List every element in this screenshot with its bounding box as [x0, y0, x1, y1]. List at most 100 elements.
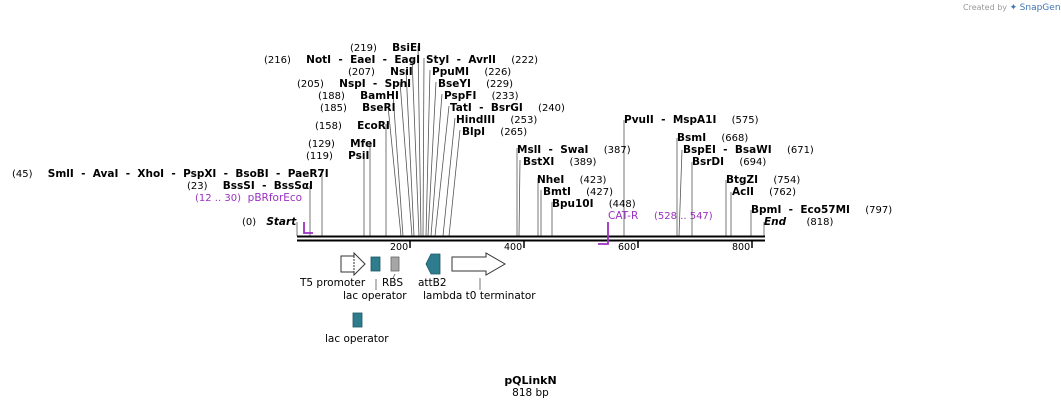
- leader-line: [430, 93, 443, 237]
- cut-site-position: (575): [731, 115, 759, 126]
- enzyme-name[interactable]: BssSαI: [273, 180, 313, 192]
- enzyme-name[interactable]: AclI: [732, 186, 754, 198]
- cut-site-label[interactable]: (45) SmlI - AvaI - XhoI - PspXI - BsoBI …: [12, 162, 329, 181]
- primer-cat-r-label[interactable]: CAT-R: [608, 210, 638, 222]
- enzyme-name[interactable]: HindIII: [456, 114, 496, 126]
- cut-site-label[interactable]: BseYI (229): [438, 72, 513, 91]
- cut-site-label[interactable]: AclI (762): [732, 180, 796, 199]
- enzyme-name[interactable]: Eco57MI: [800, 204, 850, 216]
- feature-t5-promoter: [340, 251, 366, 277]
- enzyme-name[interactable]: SwaI: [560, 144, 589, 156]
- cut-site-label[interactable]: StyI - AvrII (222): [426, 48, 538, 67]
- feature-label-rbs[interactable]: RBS: [382, 277, 403, 289]
- cut-site-label[interactable]: (219) BsiEI: [350, 36, 421, 55]
- cut-site-label[interactable]: (158) EcoRI: [315, 114, 390, 133]
- cut-site-label[interactable]: BsmI (668): [677, 126, 748, 145]
- enzyme-name[interactable]: PpuMI: [432, 66, 470, 78]
- map-end-label[interactable]: End (818): [764, 210, 833, 229]
- cut-site-label[interactable]: (129) MfeI: [308, 132, 376, 151]
- enzyme-name[interactable]: AvrII: [468, 54, 496, 66]
- cut-site-label[interactable]: (23) BssSI - BssSαI: [187, 174, 313, 193]
- map-start-label[interactable]: (0) Start: [242, 210, 296, 229]
- cut-site-label[interactable]: Bpu10I (448): [552, 192, 636, 211]
- cut-site-enzymes: HindIII: [456, 108, 495, 127]
- cut-site-label[interactable]: PspFI (233): [444, 84, 519, 103]
- enzyme-name[interactable]: BstXI: [523, 156, 555, 168]
- enzyme-name[interactable]: BamHI: [360, 90, 399, 102]
- cut-site-label[interactable]: BlpI (265): [462, 120, 527, 139]
- enzyme-name[interactable]: BpmI: [751, 204, 782, 216]
- enzyme-name[interactable]: BspEI: [683, 144, 716, 156]
- feature-label-t5-promoter[interactable]: T5 promoter: [300, 277, 366, 289]
- enzyme-name[interactable]: BseYI: [438, 78, 471, 90]
- enzyme-name[interactable]: PvuII: [624, 114, 654, 126]
- enzyme-name[interactable]: PsiI: [348, 150, 370, 162]
- feature-attb2: [425, 253, 441, 275]
- credit-text: Created by ✦ SnapGene: [963, 3, 1061, 13]
- enzyme-name[interactable]: StyI: [426, 54, 450, 66]
- credit-created-by: Created by: [963, 3, 1008, 12]
- enzyme-name[interactable]: Bpu10I: [552, 198, 594, 210]
- enzyme-name[interactable]: BsiEI: [392, 42, 422, 54]
- enzyme-name[interactable]: PaeR7I: [287, 168, 329, 180]
- cut-site-label[interactable]: BstXI (389): [523, 150, 596, 169]
- enzyme-name[interactable]: BmtI: [543, 186, 571, 198]
- enzyme-name[interactable]: MfeI: [350, 138, 377, 150]
- enzyme-name[interactable]: XhoI: [137, 168, 165, 180]
- cut-site-label[interactable]: BsrDI (694): [692, 150, 766, 169]
- cut-site-label[interactable]: BspEI - BsaWI (671): [683, 138, 814, 157]
- cut-site-label[interactable]: PpuMI (226): [432, 60, 511, 79]
- cut-site-label[interactable]: (207) NsiI: [348, 60, 413, 79]
- enzyme-separator: -: [118, 168, 138, 180]
- enzyme-name[interactable]: BseRI: [362, 102, 396, 114]
- cut-site-enzymes: PsiI: [348, 144, 369, 163]
- cut-site-position: (797): [865, 205, 893, 216]
- enzyme-name[interactable]: NheI: [537, 174, 565, 186]
- enzyme-name[interactable]: TatI: [450, 102, 472, 114]
- cut-site-label[interactable]: BpmI - Eco57MI (797): [751, 198, 892, 217]
- cut-site-label[interactable]: BtgZI (754): [726, 168, 800, 187]
- enzyme-name[interactable]: EaeI: [350, 54, 376, 66]
- enzyme-name[interactable]: AvaI: [92, 168, 119, 180]
- enzyme-name[interactable]: PspXI: [183, 168, 217, 180]
- enzyme-name[interactable]: NspI: [339, 78, 366, 90]
- enzyme-name[interactable]: BsmI: [677, 132, 707, 144]
- enzyme-name[interactable]: PspFI: [444, 90, 477, 102]
- enzyme-name[interactable]: EagI: [394, 54, 421, 66]
- enzyme-name[interactable]: BsoBI: [235, 168, 269, 180]
- feature-label-lac-operator-1[interactable]: lac operator: [343, 290, 407, 302]
- cut-site-label[interactable]: HindIII (253): [456, 108, 537, 127]
- cut-site-label[interactable]: (205) NspI - SphI: [297, 72, 411, 91]
- enzyme-name[interactable]: BtgZI: [726, 174, 759, 186]
- enzyme-name[interactable]: MspA1I: [672, 114, 717, 126]
- enzyme-name[interactable]: MslI: [517, 144, 542, 156]
- enzyme-name[interactable]: BlpI: [462, 126, 486, 138]
- cut-site-enzymes: BtgZI: [726, 168, 758, 187]
- enzyme-name[interactable]: SmlI: [47, 168, 74, 180]
- tick-label-800: 800: [732, 242, 751, 253]
- cut-site-label[interactable]: (216) NotI - EaeI - EagI: [264, 48, 420, 67]
- cut-site-label[interactable]: NheI (423): [537, 168, 606, 187]
- enzyme-name[interactable]: BsaWI: [734, 144, 772, 156]
- enzyme-name[interactable]: SphI: [384, 78, 412, 90]
- cut-site-label[interactable]: MslI - SwaI (387): [517, 138, 631, 157]
- cut-site-label[interactable]: BmtI (427): [543, 180, 613, 199]
- leader-line: [422, 57, 425, 237]
- cut-site-label[interactable]: (119) PsiI: [306, 144, 369, 163]
- cut-site-label[interactable]: PvuII - MspA1I (575): [624, 108, 759, 127]
- enzyme-name[interactable]: BsrGI: [490, 102, 523, 114]
- enzyme-name[interactable]: BssSI: [222, 180, 255, 192]
- enzyme-name[interactable]: NsiI: [390, 66, 413, 78]
- feature-label-lambda-t0-terminator[interactable]: lambda t0 terminator: [423, 290, 536, 302]
- cut-site-label[interactable]: (185) BseRI: [320, 96, 396, 115]
- enzyme-name[interactable]: EcoRI: [357, 120, 390, 132]
- feature-label-lac-operator-2[interactable]: lac operator: [325, 333, 389, 345]
- cut-site-enzymes: NsiI: [390, 60, 413, 79]
- primer-name: CAT-R: [608, 210, 639, 222]
- enzyme-name[interactable]: NotI: [306, 54, 332, 66]
- cut-site-label[interactable]: (188) BamHI: [318, 84, 399, 103]
- primer-pbrforeco-label[interactable]: (12 .. 30) pBRforEco: [195, 192, 302, 204]
- enzyme-name[interactable]: BsrDI: [692, 156, 725, 168]
- feature-label-attb2[interactable]: attB2: [418, 277, 447, 289]
- cut-site-label[interactable]: TatI - BsrGI (240): [450, 96, 565, 115]
